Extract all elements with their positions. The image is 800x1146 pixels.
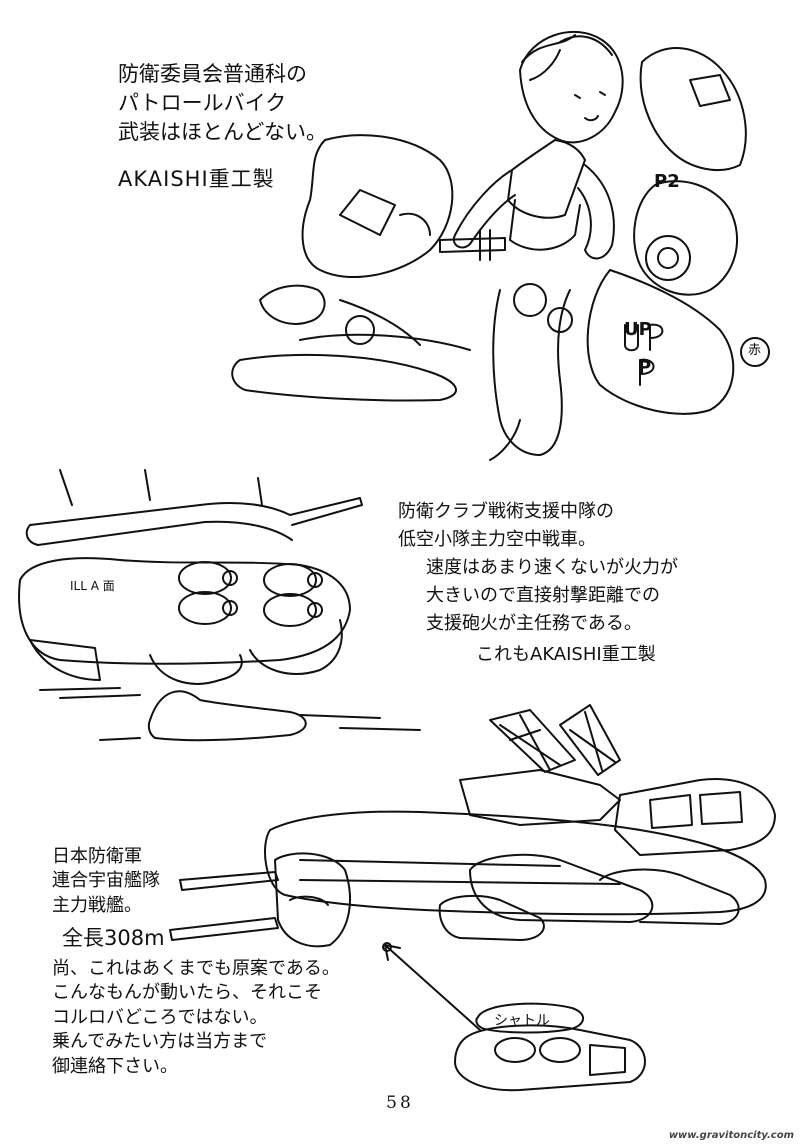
artist-signature: 赤 <box>748 343 762 358</box>
air-tank-sketch <box>18 469 421 742</box>
page-number: 58 <box>386 1093 414 1113</box>
note-line: 武装はほとんどない。 <box>118 119 327 144</box>
ship-length: 全長308m <box>62 926 165 951</box>
note-line: 防衛委員会普通科の <box>118 62 307 86</box>
manufacturer-credit: これもAKAISHI重工製 <box>476 644 656 666</box>
note-line: 低空小隊主力空中戦車。 <box>398 528 596 550</box>
note-line: 主力戦艦。 <box>52 894 142 916</box>
tank-marking-label: ILL A 面 <box>70 579 115 593</box>
note-line: パトロールバイク <box>118 90 287 115</box>
air-tank-note: 防衛クラブ戦術支援中隊の 低空小隊主力空中戦車。 速度はあまり速くないが火力が … <box>398 498 678 669</box>
note-line: 御連絡下さい。 <box>52 1055 178 1077</box>
manufacturer-credit: AKAISHI重工製 <box>118 166 275 191</box>
note-line: コルロバどころではない。 <box>52 1006 268 1028</box>
note-line: 連合宇宙艦隊 <box>52 870 160 892</box>
bike-badge-label: P2 <box>654 171 680 192</box>
bike-side-top-label: UP <box>624 319 652 340</box>
shuttle-label: シャトル <box>494 1013 550 1029</box>
note-line: 大きいので直接射撃距離での <box>426 584 660 606</box>
patrol-bike-sketch <box>231 31 770 461</box>
bike-side-bottom-label: P <box>638 357 652 378</box>
note-line: 防衛クラブ戦術支援中隊の <box>398 501 614 522</box>
note-line: 乗んでみたい方は当方まで <box>52 1031 268 1053</box>
note-line: 尚、これはあくまでも原案である。 <box>52 957 340 979</box>
battleship-sketch <box>169 704 776 1092</box>
note-line: 速度はあまり速くないが火力が <box>426 556 678 578</box>
note-line: こんなもんが動いたら、それこそ <box>52 982 322 1004</box>
note-line: 日本防衛軍 <box>52 846 142 867</box>
watermark-url: www.gravitoncity.com <box>668 1130 794 1141</box>
note-line: 支援砲火が主任務である。 <box>426 612 642 634</box>
battleship-note: 日本防衛軍 連合宇宙艦隊 主力戦艦。 全長308m 尚、これはあくまでも原案であ… <box>52 845 340 1079</box>
patrol-bike-note: 防衛委員会普通科の パトロールバイク 武装はほとんどない。 AKAISHI重工製 <box>118 60 327 194</box>
